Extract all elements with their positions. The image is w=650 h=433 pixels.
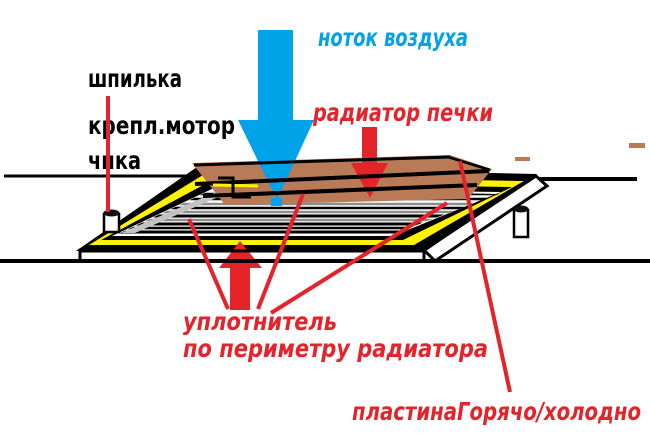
plate-fragment-2 (629, 143, 645, 148)
radiator-label: радиатор печки (312, 98, 493, 127)
radiator-arrow-head (351, 163, 388, 198)
body-panel-lines (4, 174, 637, 181)
stud-label-line-2: крепл.мотор (88, 111, 235, 140)
plate-yellow-edge (212, 183, 259, 188)
seal-arrow-shaft (230, 266, 250, 310)
plate-leader-line (458, 160, 512, 393)
air-flow-arrow-shaft (258, 30, 293, 122)
air-flow-arrow (238, 30, 314, 206)
seal-leader-line-2 (256, 193, 305, 310)
stud-label-line-3: чика (88, 146, 141, 175)
radiator-arrow (351, 127, 388, 198)
air-flow-label: ноток воздуха (318, 23, 468, 52)
plate-fragment-1 (515, 157, 530, 161)
plate-edge-lines (193, 155, 491, 199)
radiator-right-side-face (421, 174, 550, 263)
radiator-arrow-shaft (362, 127, 377, 164)
seal-leader-line-3 (269, 201, 449, 315)
left-stud (102, 209, 121, 234)
leader-lines (106, 96, 512, 393)
plate-label: пластинаГорячо/холодно (352, 397, 641, 426)
inner-frame-corner-mark (218, 176, 251, 199)
seal-label-line-1: уплотнитель (183, 307, 337, 336)
seal-label-line-2: по периметру радиатора (183, 334, 488, 363)
radiator-gray-strip (121, 192, 230, 233)
stud-label-line-1: шпилька (88, 64, 182, 93)
air-flow-arrow-tip (271, 198, 282, 206)
right-stud (512, 205, 530, 239)
seal-leader-line-1 (187, 218, 230, 310)
air-flow-arrow-head (238, 120, 314, 200)
